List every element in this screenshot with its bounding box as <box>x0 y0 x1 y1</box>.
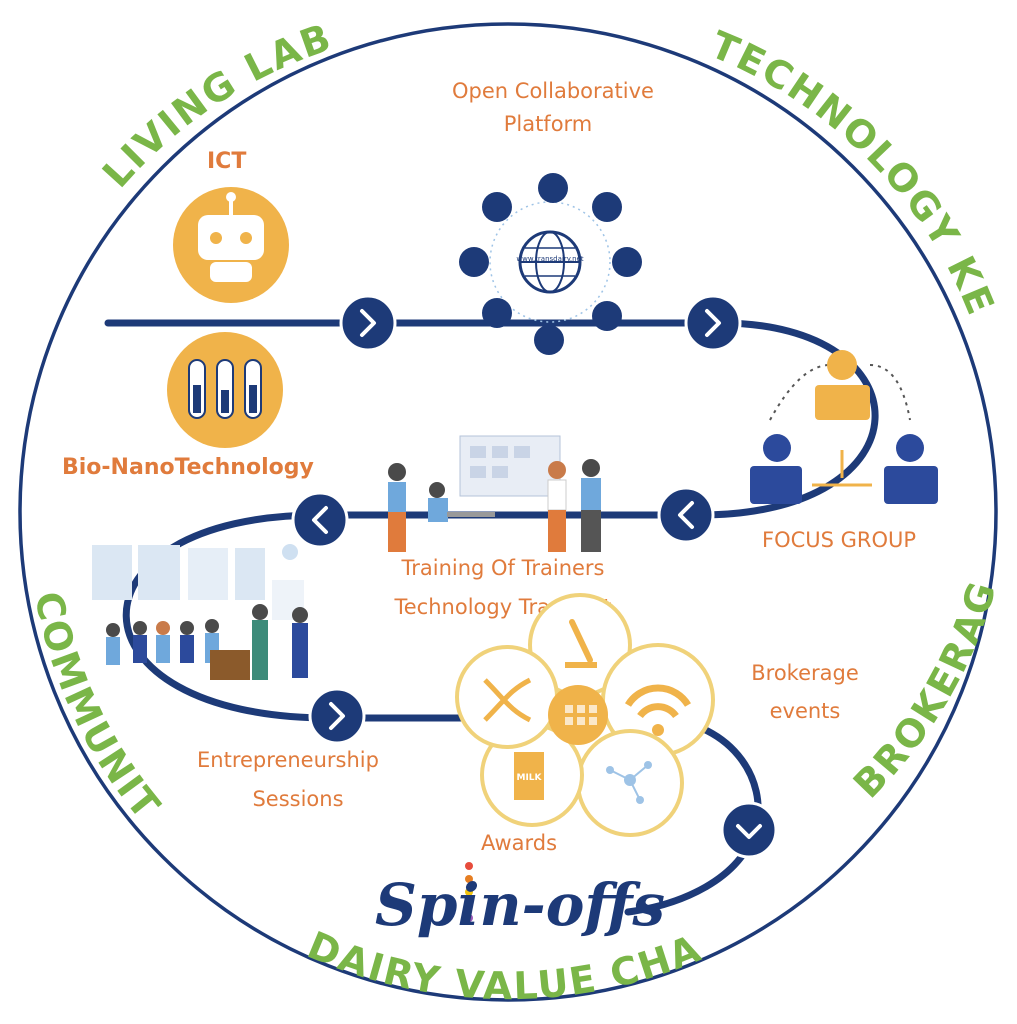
awards-label: Awards <box>481 831 557 855</box>
ict-label: ICT <box>207 149 246 174</box>
bio-nano-label: Bio-NanoTechnology <box>62 455 314 480</box>
community-meeting-illustration <box>92 544 308 680</box>
step-button-3[interactable] <box>657 486 715 544</box>
brokerage-label-line1: Brokerage <box>751 661 859 685</box>
training-illustration <box>388 435 601 552</box>
spin-offs-logo <box>465 862 473 922</box>
platform-label-line2: Platform <box>504 112 593 136</box>
focus-group-label: FOCUS GROUP <box>762 528 916 552</box>
entrepreneurship-label-line1: Entrepreneurship <box>197 748 379 772</box>
chevron-right-icon <box>360 309 376 337</box>
platform-network-icon <box>459 173 642 355</box>
chevron-right-icon <box>705 309 721 337</box>
step-button-4[interactable] <box>291 491 349 549</box>
brokerage-label-line2: events <box>770 699 841 723</box>
step-button-1[interactable] <box>339 294 397 352</box>
outer-ring <box>18 22 998 1002</box>
bio-nano-tubes-icon <box>167 332 283 448</box>
spin-offs-logo-text: Spin-offs <box>375 871 665 939</box>
training-label-line1: Training Of Trainers <box>400 556 604 580</box>
chevron-left-icon <box>678 501 694 529</box>
ring-label-living-labs: LIVING LABS <box>0 0 338 196</box>
focus-group-icon <box>750 350 938 504</box>
entrepreneurship-label-line2: Sessions <box>252 787 343 811</box>
platform-label-line1: Open Collaborative <box>452 79 654 103</box>
ring-label-dairy-value-chain: DAIRY VALUE CHAIN <box>0 0 706 1008</box>
ict-robot-icon <box>173 187 289 303</box>
platform-url: www.transdairy.net <box>516 255 583 263</box>
chevron-down-icon <box>736 824 762 839</box>
step-button-2[interactable] <box>684 294 742 352</box>
milk-carton-label: MILK <box>516 773 542 783</box>
chevron-right-icon <box>329 702 345 730</box>
step-button-5[interactable] <box>308 687 366 745</box>
step-button-6[interactable] <box>720 801 778 859</box>
chevron-left-icon <box>312 506 328 534</box>
awards-flower-icon <box>455 593 715 837</box>
